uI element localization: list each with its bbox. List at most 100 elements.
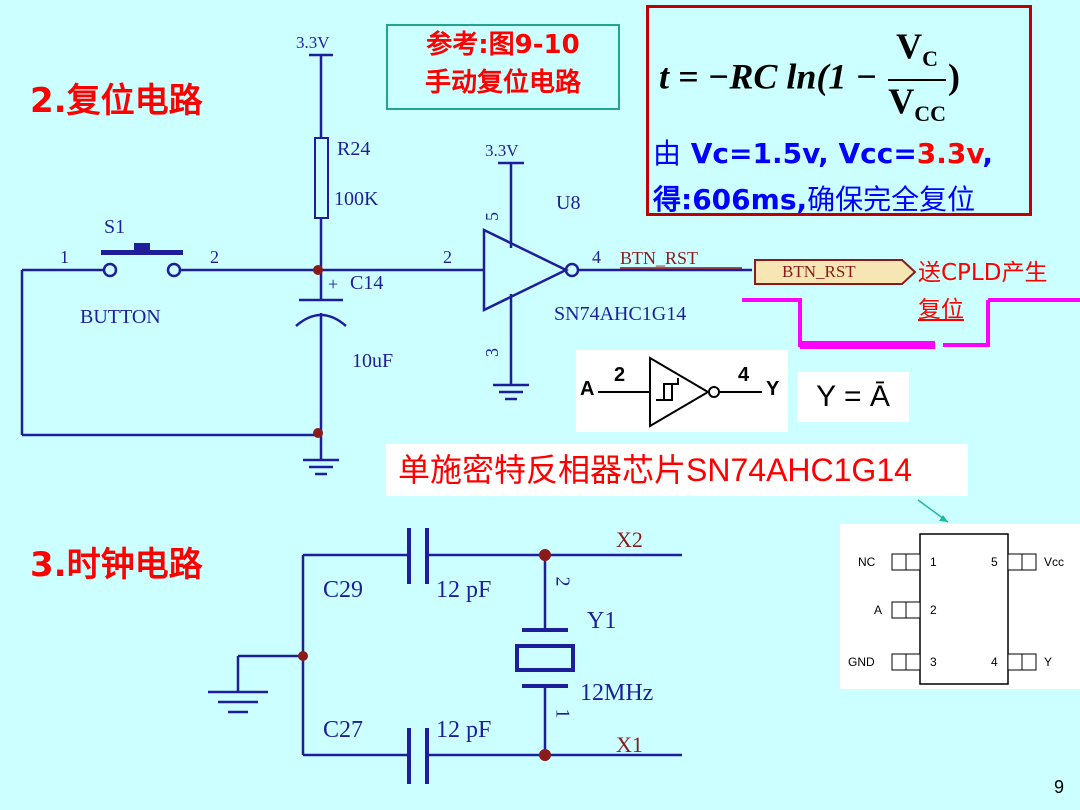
net-x1: X1 xyxy=(616,732,643,757)
inv-in-label: A xyxy=(580,378,595,400)
pin-num-3: 3 xyxy=(930,655,937,669)
pin-num-1: 1 xyxy=(930,555,937,569)
formula-equation: t = −RC ln(1 − VC VCC ) xyxy=(659,26,960,134)
junction-clock-left xyxy=(298,651,308,661)
reference-line-2: 手动复位电路 xyxy=(424,68,581,98)
y1-value: 12MHz xyxy=(580,680,654,706)
caption-cn: 单施密特反相器芯片 xyxy=(398,451,687,489)
schmitt-symbol-2 xyxy=(660,384,673,401)
vcc-label-top: 3.3V xyxy=(296,33,330,52)
ic-pin-in: 2 xyxy=(443,247,452,267)
result-text: 确保完全复位 xyxy=(807,183,976,216)
pin-pad-1a xyxy=(891,553,907,571)
pinout-diagram: NC 1 A 2 GND 3 Vcc 5 Y 4 xyxy=(840,524,1080,689)
logic-equation: Y = Ā xyxy=(797,372,909,422)
frac-num-sub: C xyxy=(922,46,939,72)
formula-prefix: t = −RC ln(1 − xyxy=(659,56,878,97)
formula-fraction: VC VCC xyxy=(888,26,946,134)
c14-value: 10uF xyxy=(352,350,394,372)
s1-pin1: 1 xyxy=(60,247,69,267)
heading-clock: 3.时钟电路 xyxy=(30,545,203,585)
pin-pad-4b xyxy=(1021,653,1037,671)
heading-reset: 2.复位电路 xyxy=(30,81,203,121)
switch-contact-1 xyxy=(102,262,118,278)
pin-name-3: GND xyxy=(848,655,875,669)
inv-out-pin: 4 xyxy=(738,364,750,386)
page-number: 9 xyxy=(1053,777,1064,797)
junction-main xyxy=(313,265,323,275)
inverter-triangle xyxy=(649,356,710,428)
pin-name-2: A xyxy=(874,603,883,617)
s1-ref: S1 xyxy=(104,216,126,238)
chip-body xyxy=(919,533,1009,685)
r24-ref: R24 xyxy=(337,138,371,160)
pin-pad-3a xyxy=(891,653,907,671)
y1-ref: Y1 xyxy=(587,608,617,634)
reference-line-1: 参考:图9-10 xyxy=(426,30,580,60)
switch-actuator-knob xyxy=(134,243,150,253)
s1-type: BUTTON xyxy=(80,306,161,328)
ic-pin-gnd: 3 xyxy=(482,348,502,357)
pin-num-4: 4 xyxy=(991,655,998,669)
net-label-btn-rst: BTN_RST xyxy=(620,248,699,268)
frac-den-sub: CC xyxy=(914,101,946,127)
pin-pad-2a xyxy=(891,601,907,619)
s1-pin2: 2 xyxy=(210,247,219,267)
r24-value: 100K xyxy=(334,188,379,210)
pin-num-5: 5 xyxy=(991,555,998,569)
pinout-svg xyxy=(891,533,1037,685)
pin-pad-2b xyxy=(905,601,921,619)
pulse-gap xyxy=(935,330,943,349)
pin-pad-3b xyxy=(905,653,921,671)
c27-value: 12 pF xyxy=(436,717,492,743)
formula-box: t = −RC ln(1 − VC VCC ) 由 Vc=1.5v, Vcc=3… xyxy=(646,5,1032,216)
send-to-cpld-2: 复位 xyxy=(918,297,964,323)
c29-value: 12 pF xyxy=(436,577,492,603)
crystal-body xyxy=(515,644,575,672)
ic-pin-vcc: 5 xyxy=(482,212,502,221)
pin-pad-1b xyxy=(905,553,921,571)
net-x2: X2 xyxy=(616,527,643,552)
frac-den: V xyxy=(888,81,915,122)
given-vc: Vc=1.5v, Vcc= xyxy=(681,137,917,170)
formula-suffix: ) xyxy=(947,56,960,97)
given-vcc: 3.3v xyxy=(916,137,983,170)
junction-bottom xyxy=(313,428,323,438)
pin-pad-5a xyxy=(1007,553,1023,571)
pin-num-2: 2 xyxy=(930,603,937,617)
pin-name-5: Vcc xyxy=(1044,555,1065,569)
ic-pin-out: 4 xyxy=(592,247,601,267)
port-label-btn-rst: BTN_RST xyxy=(782,262,856,281)
inv-out-label: Y xyxy=(766,378,780,400)
reference-box: 参考:图9-10 手动复位电路 xyxy=(386,24,620,110)
formula-result: 得:606ms,确保完全复位 xyxy=(653,178,975,218)
pin-pad-4a xyxy=(1007,653,1023,671)
pin-name-4: Y xyxy=(1044,655,1053,669)
vcc-label-ic: 3.3V xyxy=(485,141,519,160)
pin-pad-5b xyxy=(1021,553,1037,571)
formula-given: 由 Vc=1.5v, Vcc=3.3v, xyxy=(653,132,993,172)
given-comma: , xyxy=(982,137,993,170)
junction-x2 xyxy=(539,549,551,561)
resistor-r24 xyxy=(314,137,329,219)
inv-in-pin: 2 xyxy=(614,364,626,386)
pin-name-1: NC xyxy=(858,555,876,569)
junction-x1 xyxy=(539,749,551,761)
pulse-low-segment xyxy=(800,341,935,349)
switch-contact-2 xyxy=(166,262,182,278)
y1-pin1: 1 xyxy=(551,708,574,719)
caption-part: SN74AHC1G14 xyxy=(686,452,912,488)
given-prefix: 由 xyxy=(653,137,682,170)
ic-part: SN74AHC1G14 xyxy=(554,303,687,325)
pointer-arrow-head xyxy=(939,515,948,522)
port-btn-rst xyxy=(754,259,917,285)
c29-ref: C29 xyxy=(323,577,364,603)
ic-u8-triangle xyxy=(482,227,569,313)
c14-ref: C14 xyxy=(350,272,384,294)
result-time: 得:606ms, xyxy=(653,183,808,216)
y1-pin2: 2 xyxy=(551,576,574,587)
c27-ref: C27 xyxy=(323,717,364,743)
chip-caption: 单施密特反相器芯片SN74AHC1G14 xyxy=(386,444,968,496)
c14-plus: + xyxy=(328,274,339,294)
